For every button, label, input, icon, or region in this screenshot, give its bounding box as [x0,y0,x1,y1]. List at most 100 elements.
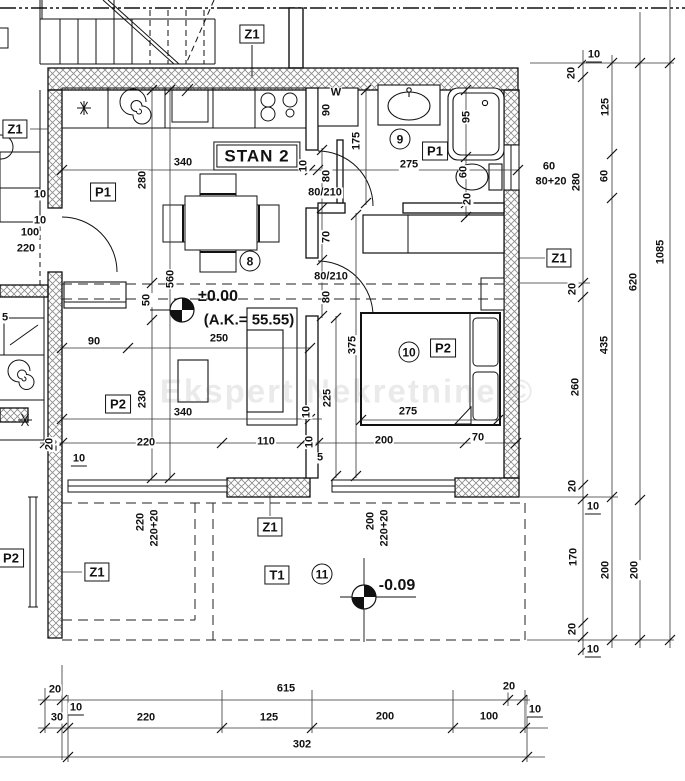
dim-bed-225: 225 [321,387,334,409]
dim-lv-10b: 10 [303,434,316,450]
label-z1-right: Z1 [546,248,572,268]
dim-lv-220: 220 [135,436,157,449]
elev-terrace: -0.09 [378,577,416,594]
dim-n-10b: 10 [32,214,48,227]
dim-chain-top-10: 10 [585,48,603,63]
dim-win-60: 60 [541,160,557,173]
kitchen-counter [61,83,307,129]
dim-bath-275: 275 [398,158,420,171]
dimension-lines [0,0,674,762]
label-p1-kitchen: P1 [90,182,116,202]
dim-lv-250: 250 [208,332,230,345]
dim-lv-340: 340 [172,406,194,419]
label-t1-terrace: T1 [264,565,290,585]
dim-n-100: 100 [19,226,41,239]
elevation-markers [150,297,416,642]
dim-door1-80: 80 [320,168,333,184]
label-z1-bottomleft: Z1 [84,562,110,582]
dim-lv-10a: 10 [300,404,313,420]
hall-cabinet [63,281,127,309]
toilet-tank [488,163,503,191]
dim-lv-20: 20 [43,436,56,452]
dim-lv-90: 90 [86,335,102,348]
dim-chainA-20-mid: 20 [566,281,579,297]
dim-b-30: 30 [49,711,65,724]
label-z1-bottommid: Z1 [257,517,283,537]
dim-chainD-1085: 1085 [654,238,667,266]
label-door1-80210: 80/210 [307,186,343,199]
dim-b-220: 220 [135,711,157,724]
watermark: Ekspert Nekretnine © [159,372,535,410]
dim-washer-90: 90 [320,102,333,118]
label-p1-bath: P1 [422,141,448,161]
dim-chainB-435: 435 [598,334,611,356]
coffee-table [177,359,209,403]
dim-lv-230: 230 [136,388,149,410]
dim-lv-10c: 10 [70,452,88,467]
dim-chainB-125: 125 [599,96,612,118]
partition-walls [305,87,505,479]
dim-b-200: 200 [374,710,396,723]
dim-chainB-200: 200 [599,559,612,581]
dim-chainC-620: 620 [627,271,640,293]
label-z1-left: Z1 [2,119,28,139]
staircase [0,0,304,78]
dim-lv-110: 110 [256,435,276,448]
hob-spiral-icon [119,88,152,125]
elev-main: ±0.00 [198,288,238,305]
dim-wc-20: 20 [461,191,474,207]
dim-b-10-left: 10 [67,701,85,716]
dim-chainB-60: 60 [598,168,611,184]
entrance-door-arc [61,216,118,273]
dim-chainA-260: 260 [569,376,582,398]
asterisk-symbol [77,101,91,115]
living-furniture [63,281,298,426]
nightstand [480,277,505,311]
dim-bed-200: 200 [373,434,395,447]
door-arcs [61,150,374,317]
bathroom-fixtures [317,84,505,191]
label-z1-top: Z1 [239,24,265,44]
dim-chainC-200: 200 [628,559,641,581]
dim-bed-375: 375 [346,334,359,356]
dim-w2-220plus20: 220+20 [378,508,391,548]
bathtub [447,87,505,161]
dim-wall-10: 10 [297,158,310,174]
dim-hall-280: 280 [136,169,149,191]
dim-hall-50: 50 [140,292,153,308]
dim-w2-200: 200 [364,510,377,532]
label-room10: 10 [398,341,420,363]
dim-chainA-170: 170 [567,546,580,568]
dim-b-125: 125 [258,711,280,724]
label-room11: 11 [311,563,333,585]
dim-n-5: 5 [0,311,10,324]
label-p2-neighbor: P2 [0,548,24,568]
dim-b-615: 615 [275,682,297,695]
dashed-lines [62,283,526,641]
windows [28,144,520,639]
dim-w1-220: 220 [134,511,147,533]
dim-hall-340: 340 [172,156,194,169]
dim-chain-top-20: 20 [565,65,578,81]
dim-door2-80: 80 [320,289,333,305]
dim-b-10-right: 10 [526,703,544,718]
elev-main-ak: (A.K.= 55.55) [203,311,295,329]
bedroom-furniture [360,214,505,426]
dim-chainA-10-2: 10 [584,500,602,515]
dim-n-10a: 10 [32,188,48,201]
bathroom-door-arc [317,150,374,207]
label-room9: 9 [389,128,411,150]
dim-b-20-right: 20 [501,680,517,693]
wardrobe [362,214,505,254]
dimension-ticks [39,57,676,763]
dim-chainA-10-3: 10 [584,643,602,658]
dim-b-20-left: 20 [47,683,63,696]
neighbor-fragments [0,90,45,441]
bedroom-door-arc [317,260,374,317]
dim-n-220: 220 [15,242,37,255]
kitchen-sink [171,89,209,123]
dim-b-100: 100 [478,710,500,723]
label-stan2: STAN 2 [213,141,301,171]
